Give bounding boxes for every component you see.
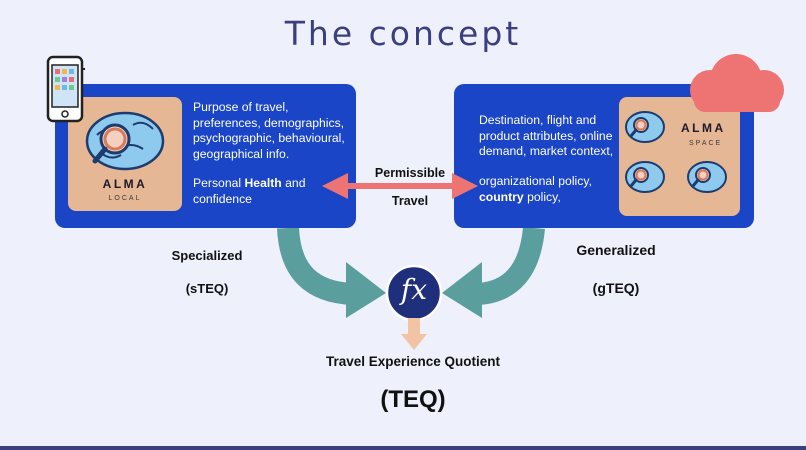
function-label: fx — [400, 273, 428, 306]
bottom-bar — [0, 446, 806, 450]
specialized-label: Specialized — [171, 248, 243, 263]
down-arrow-icon — [401, 318, 427, 350]
steq-label: (sTEQ) — [185, 281, 229, 296]
policy-line2: policy, — [523, 189, 561, 204]
gteq-label: (gTEQ) — [592, 280, 640, 296]
teq-label: (TEQ) — [380, 386, 446, 413]
alma-local-title: ALMA — [102, 177, 148, 191]
left-arrowhead — [346, 262, 386, 318]
right-curved-arrow — [476, 226, 545, 305]
cloud-icon — [690, 54, 784, 112]
teq-title: Travel Experience Quotient — [325, 354, 501, 369]
space-line: demand, market context, — [479, 144, 614, 159]
permissible-double-arrow — [322, 173, 478, 199]
space-line: product attributes, online — [479, 128, 613, 143]
alma-space-tile: ALMA SPACE — [619, 97, 740, 216]
local-attributes-text: Purpose of travel, preferences, demograp… — [193, 100, 355, 162]
brain-magnifier-icon — [85, 111, 165, 171]
policy-line1: organizational policy, — [479, 174, 592, 188]
health-line2: confidence — [193, 191, 252, 206]
health-bold: Health — [244, 176, 282, 190]
smartphone-icon — [46, 55, 85, 123]
local-line: Purpose of travel, — [193, 100, 289, 114]
travel-label: Travel — [391, 194, 429, 208]
permissible-label: Permissible — [374, 166, 446, 180]
space-attributes-text: Destination, flight and product attribut… — [479, 113, 624, 160]
left-curved-arrow — [277, 227, 353, 305]
page-title: The concept — [284, 14, 522, 53]
space-line: Destination, flight and — [479, 113, 597, 127]
local-line: preferences, demographics, — [193, 115, 345, 130]
local-health-text: Personal Health and confidence — [193, 176, 355, 207]
alma-local-subtitle: LOCAL — [108, 195, 142, 202]
local-line: psychographic, behavioural, — [193, 131, 345, 146]
alma-local-tile: ALMA LOCAL — [68, 97, 182, 211]
health-pre: Personal — [193, 176, 245, 190]
generalized-label: Generalized — [576, 242, 656, 258]
right-arrowhead — [442, 262, 482, 318]
country-bold: country — [479, 189, 524, 204]
alma-space-subtitle: SPACE — [689, 140, 723, 147]
local-panel: ALMA LOCAL Purpose of travel, preference… — [55, 84, 356, 228]
alma-space-title: ALMA — [681, 121, 726, 135]
local-line: geographical info. — [193, 146, 290, 161]
health-post: and — [281, 176, 306, 190]
space-policy-text: organizational policy, country policy, — [479, 174, 624, 205]
brains-icon — [625, 111, 727, 193]
